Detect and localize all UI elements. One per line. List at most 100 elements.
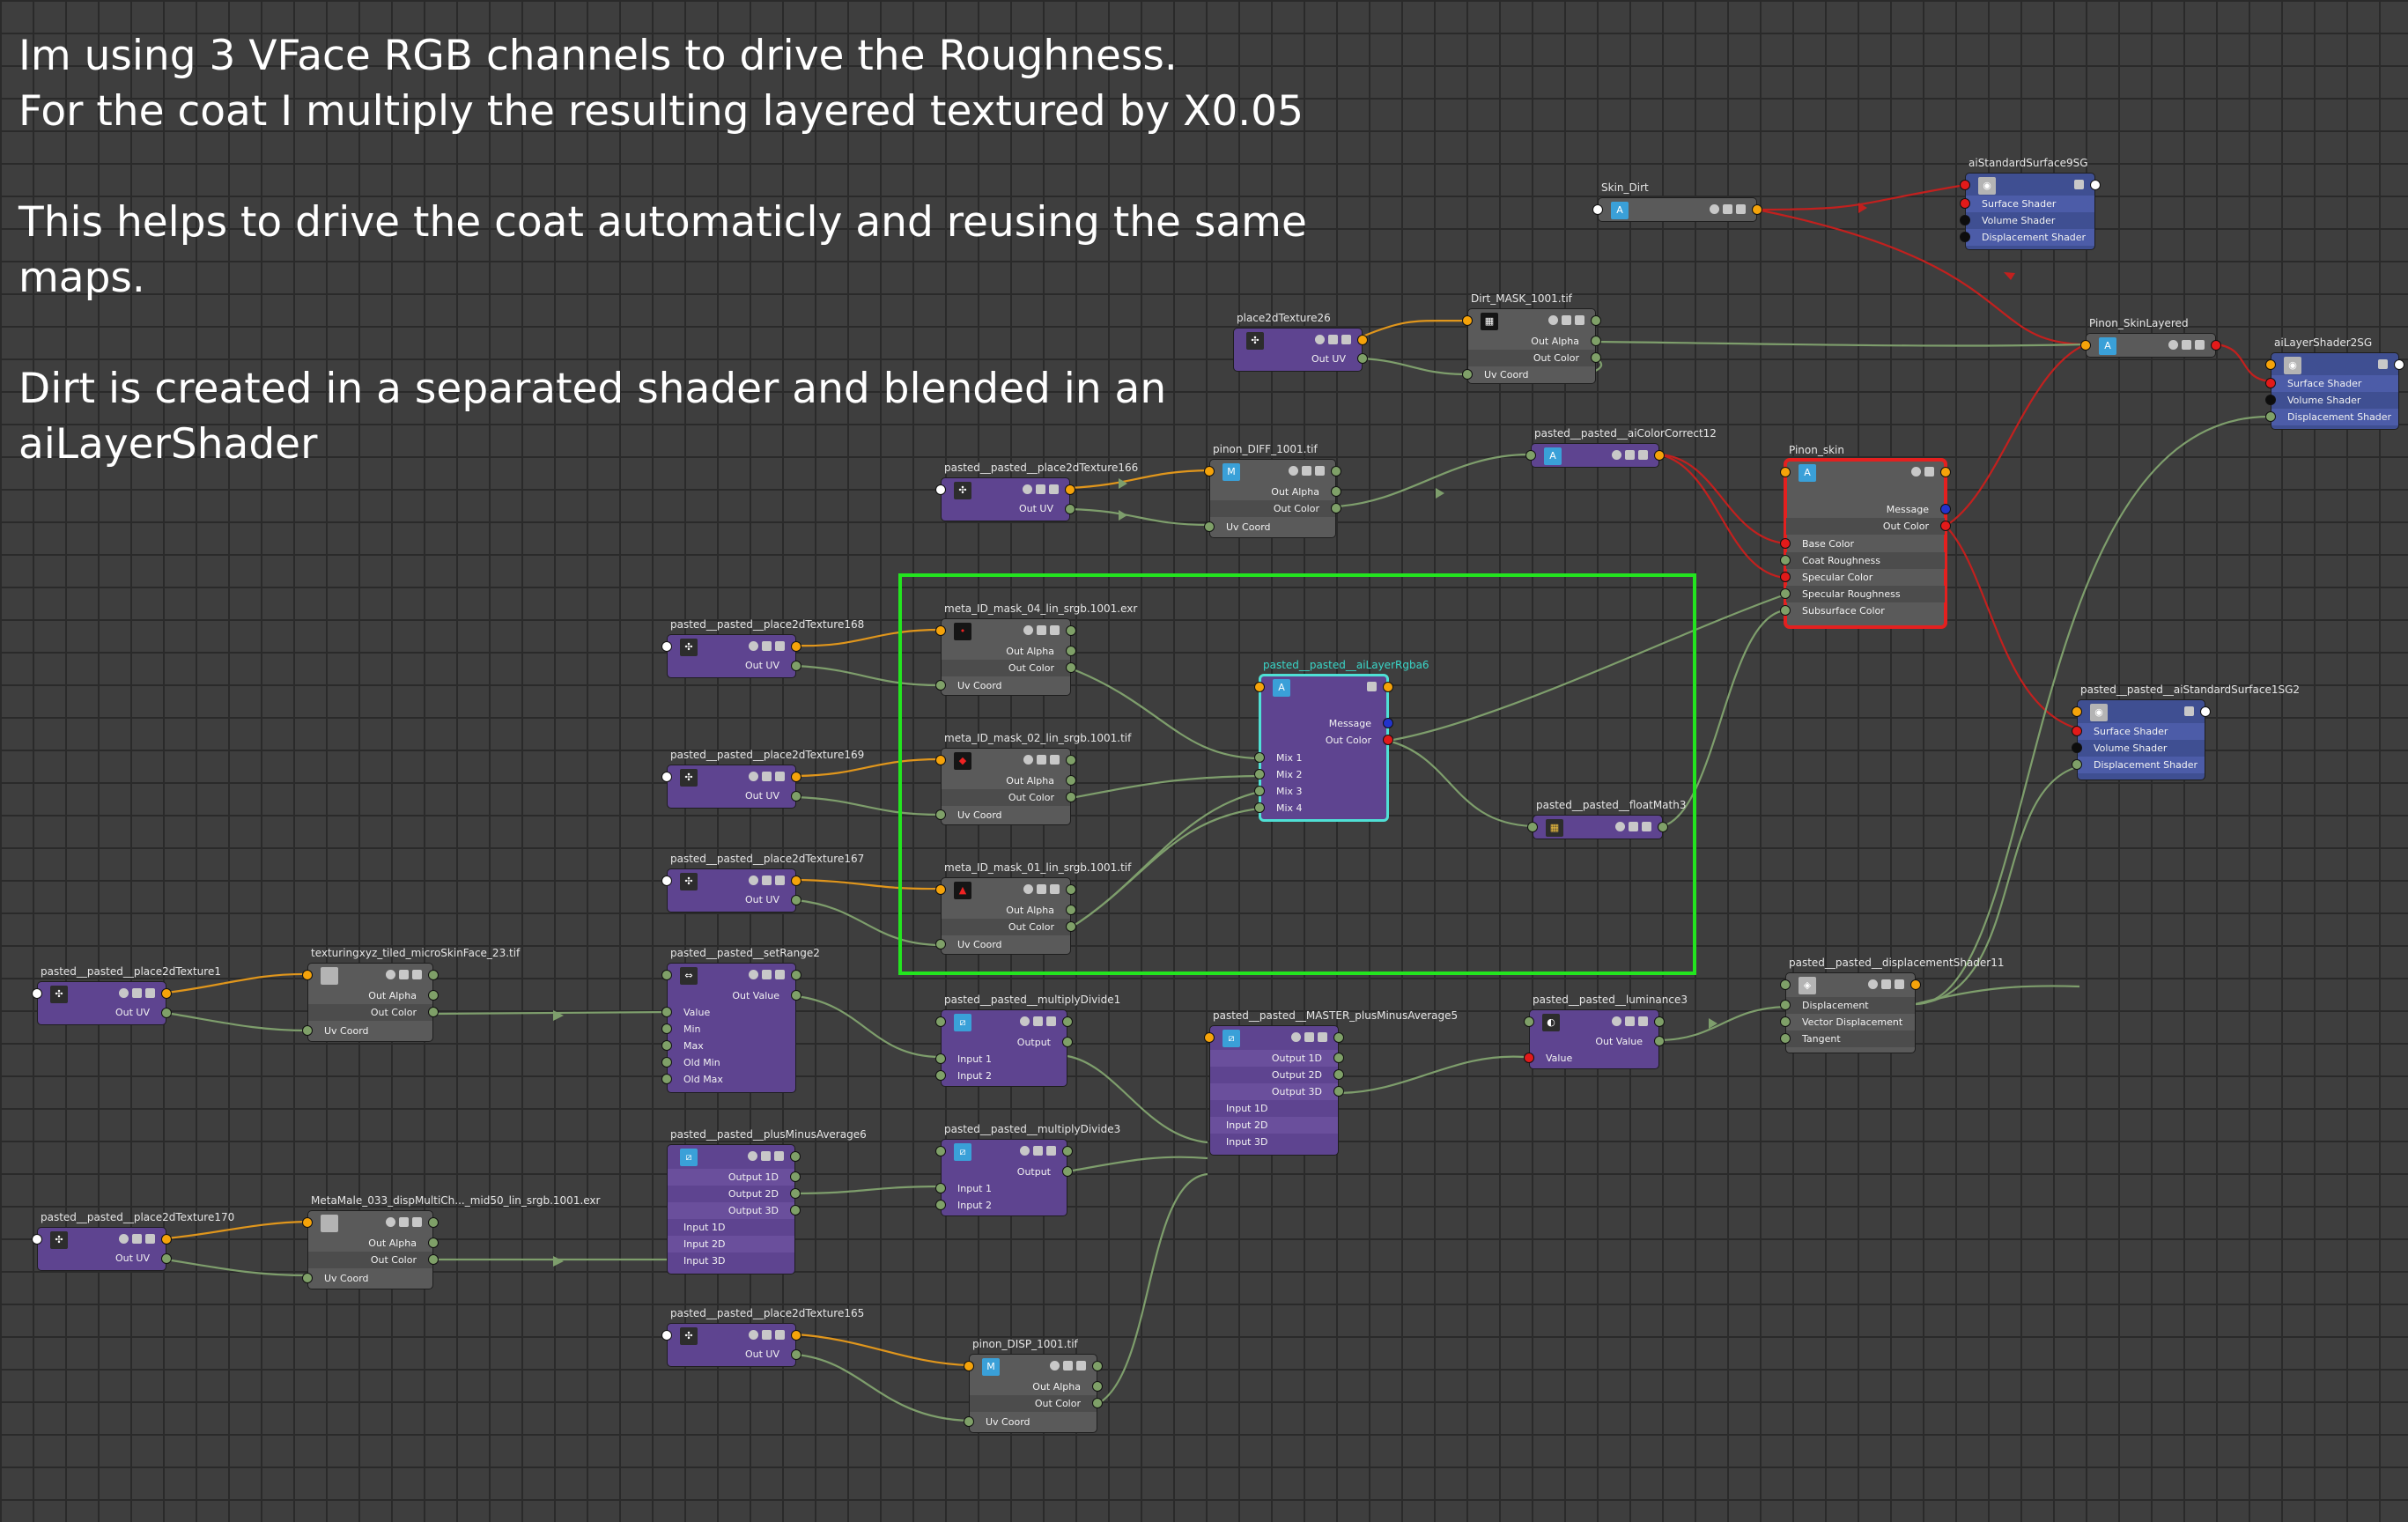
input-port[interactable]: [1204, 521, 1215, 532]
output-port[interactable]: [1066, 792, 1076, 802]
attr-out-uv[interactable]: Out UV: [114, 1252, 150, 1264]
output-port[interactable]: [1065, 484, 1075, 495]
output-port[interactable]: [1658, 822, 1668, 832]
input-port[interactable]: [1462, 369, 1473, 380]
input-port[interactable]: [1780, 588, 1791, 599]
attr-volume-shader[interactable]: Volume Shader: [2094, 743, 2168, 754]
attr-coat-roughness[interactable]: Coat Roughness: [1786, 552, 1945, 569]
node-metamale-disp-file[interactable]: MetaMale_033_dispMultiCh..._mid50_lin_sr…: [302, 1194, 600, 1289]
output-port[interactable]: [1940, 504, 1951, 514]
input-port[interactable]: [302, 1273, 313, 1283]
input-port[interactable]: [1780, 1000, 1791, 1010]
attr-out-alpha[interactable]: Out Alpha: [368, 1238, 417, 1249]
attr-surface-shader[interactable]: Surface Shader: [2271, 375, 2398, 392]
input-port[interactable]: [1254, 769, 1265, 779]
attr-out-alpha[interactable]: Out Alpha: [1032, 1381, 1081, 1393]
node-pinon-disp-file[interactable]: pinon_DISP_1001.tif M Out Alpha Out Colo…: [964, 1338, 1103, 1433]
node-luminance3[interactable]: pasted__pasted__luminance3 ◐ Out Value V…: [1524, 994, 1688, 1069]
node-skin-dirt[interactable]: Skin_Dirt A: [1592, 181, 1762, 222]
input-port[interactable]: [2072, 743, 2082, 753]
attr-old-min[interactable]: Old Min: [683, 1057, 720, 1068]
node-multiplydivide3[interactable]: pasted__pasted__multiplyDivide3 ⧄ Output…: [935, 1123, 1120, 1216]
attr-out-uv[interactable]: Out UV: [744, 1348, 779, 1360]
attr-output-1d[interactable]: Output 1D: [668, 1169, 794, 1186]
input-port[interactable]: [302, 1025, 313, 1036]
input-port[interactable]: [661, 970, 672, 980]
attr-output[interactable]: Output: [1016, 1037, 1051, 1048]
input-port[interactable]: [2072, 726, 2082, 736]
attr-volume-shader[interactable]: Volume Shader: [2287, 395, 2361, 406]
output-port[interactable]: [1357, 335, 1368, 345]
attr-output-1d[interactable]: Output 1D: [1210, 1050, 1338, 1067]
attr-displacement-shader[interactable]: Displacement Shader: [2078, 757, 2205, 773]
input-port[interactable]: [1780, 538, 1791, 549]
node-ailayerrgba6[interactable]: pasted__pasted__aiLayerRgba6 A Message O…: [1254, 659, 1429, 822]
node-plusminusaverage6[interactable]: pasted__pasted__plusMinusAverage6 ⧄ Outp…: [667, 1128, 867, 1274]
output-port[interactable]: [1331, 486, 1341, 497]
output-port[interactable]: [1654, 1016, 1665, 1027]
attr-tangent[interactable]: Tangent: [1786, 1031, 1915, 1047]
input-port[interactable]: [302, 970, 313, 980]
input-port[interactable]: [1527, 822, 1538, 832]
input-port[interactable]: [2072, 759, 2082, 770]
output-port[interactable]: [1383, 682, 1393, 692]
output-port[interactable]: [1066, 884, 1076, 895]
attr-output-3d[interactable]: Output 3D: [1210, 1083, 1338, 1100]
node-place2dtexture165[interactable]: pasted__pasted__place2dTexture165 ✣ Out …: [661, 1307, 864, 1367]
attr-out-alpha[interactable]: Out Alpha: [1006, 905, 1054, 916]
attr-message[interactable]: Message: [1886, 504, 1929, 515]
input-port[interactable]: [935, 755, 946, 765]
output-port[interactable]: [2200, 706, 2211, 717]
input-port[interactable]: [661, 772, 672, 782]
input-port[interactable]: [964, 1416, 974, 1427]
output-port[interactable]: [2394, 359, 2404, 370]
output-port[interactable]: [1092, 1398, 1103, 1408]
output-port[interactable]: [1066, 905, 1076, 915]
attr-surface-shader[interactable]: Surface Shader: [1966, 196, 2094, 212]
attr-message[interactable]: Message: [1328, 718, 1371, 729]
attr-out-alpha[interactable]: Out Alpha: [1006, 646, 1054, 657]
attr-uv-coord[interactable]: Uv Coord: [324, 1273, 369, 1284]
output-port[interactable]: [1357, 353, 1368, 364]
node-aistandardsurface9sg[interactable]: aiStandardSurface9SG ◉ Surface Shader Vo…: [1960, 157, 2101, 250]
input-port[interactable]: [661, 1074, 672, 1084]
attr-out-uv[interactable]: Out UV: [1311, 353, 1346, 365]
output-port[interactable]: [1333, 1069, 1344, 1080]
attr-input-2[interactable]: Input 2: [957, 1200, 992, 1211]
input-port[interactable]: [661, 1007, 672, 1017]
output-port[interactable]: [791, 895, 801, 905]
input-port[interactable]: [935, 625, 946, 636]
attr-input-2[interactable]: Input 2: [957, 1070, 992, 1082]
input-port[interactable]: [1592, 204, 1603, 215]
input-port[interactable]: [964, 1361, 974, 1371]
attr-uv-coord[interactable]: Uv Coord: [324, 1025, 369, 1037]
attr-subsurface-color[interactable]: Subsurface Color: [1802, 605, 1885, 617]
attr-out-color[interactable]: Out Color: [1325, 735, 1371, 746]
attr-out-color[interactable]: Out Color: [942, 789, 1070, 806]
output-port[interactable]: [161, 1253, 172, 1264]
attr-out-color[interactable]: Out Color: [308, 1252, 432, 1268]
attr-vector-displacement[interactable]: Vector Displacement: [1802, 1016, 1903, 1028]
node-ailayershader2sg[interactable]: aiLayerShader2SG ◉ Surface Shader Volume…: [2265, 336, 2404, 430]
node-place2dtexture167[interactable]: pasted__pasted__place2dTexture167 ✣ Out …: [661, 853, 864, 912]
output-port[interactable]: [1065, 504, 1075, 514]
node-pinon-skin[interactable]: Pinon_skin A Message Out Color Base Colo…: [1780, 444, 1951, 629]
node-microskin-file[interactable]: texturingxyz_tiled_microSkinFace_23.tif …: [302, 947, 520, 1042]
attr-uv-coord[interactable]: Uv Coord: [1484, 369, 1529, 380]
attr-out-uv[interactable]: Out UV: [744, 894, 779, 905]
attr-out-color[interactable]: Out Color: [1468, 350, 1595, 366]
attr-surface-shader[interactable]: Surface Shader: [2078, 723, 2205, 740]
input-port[interactable]: [1462, 315, 1473, 326]
output-port[interactable]: [1333, 1053, 1344, 1063]
output-port[interactable]: [791, 661, 801, 671]
attr-displacement-shader[interactable]: Displacement Shader: [2271, 409, 2398, 425]
input-port[interactable]: [1204, 1032, 1215, 1043]
output-port[interactable]: [790, 1188, 801, 1199]
input-port[interactable]: [935, 939, 946, 949]
attr-mix-2[interactable]: Mix 2: [1276, 769, 1303, 780]
output-port[interactable]: [1654, 450, 1665, 461]
attr-volume-shader[interactable]: Volume Shader: [1982, 215, 2056, 226]
output-port[interactable]: [1752, 204, 1762, 215]
attr-input-1d[interactable]: Input 1D: [683, 1222, 726, 1233]
input-port[interactable]: [1960, 198, 1970, 209]
